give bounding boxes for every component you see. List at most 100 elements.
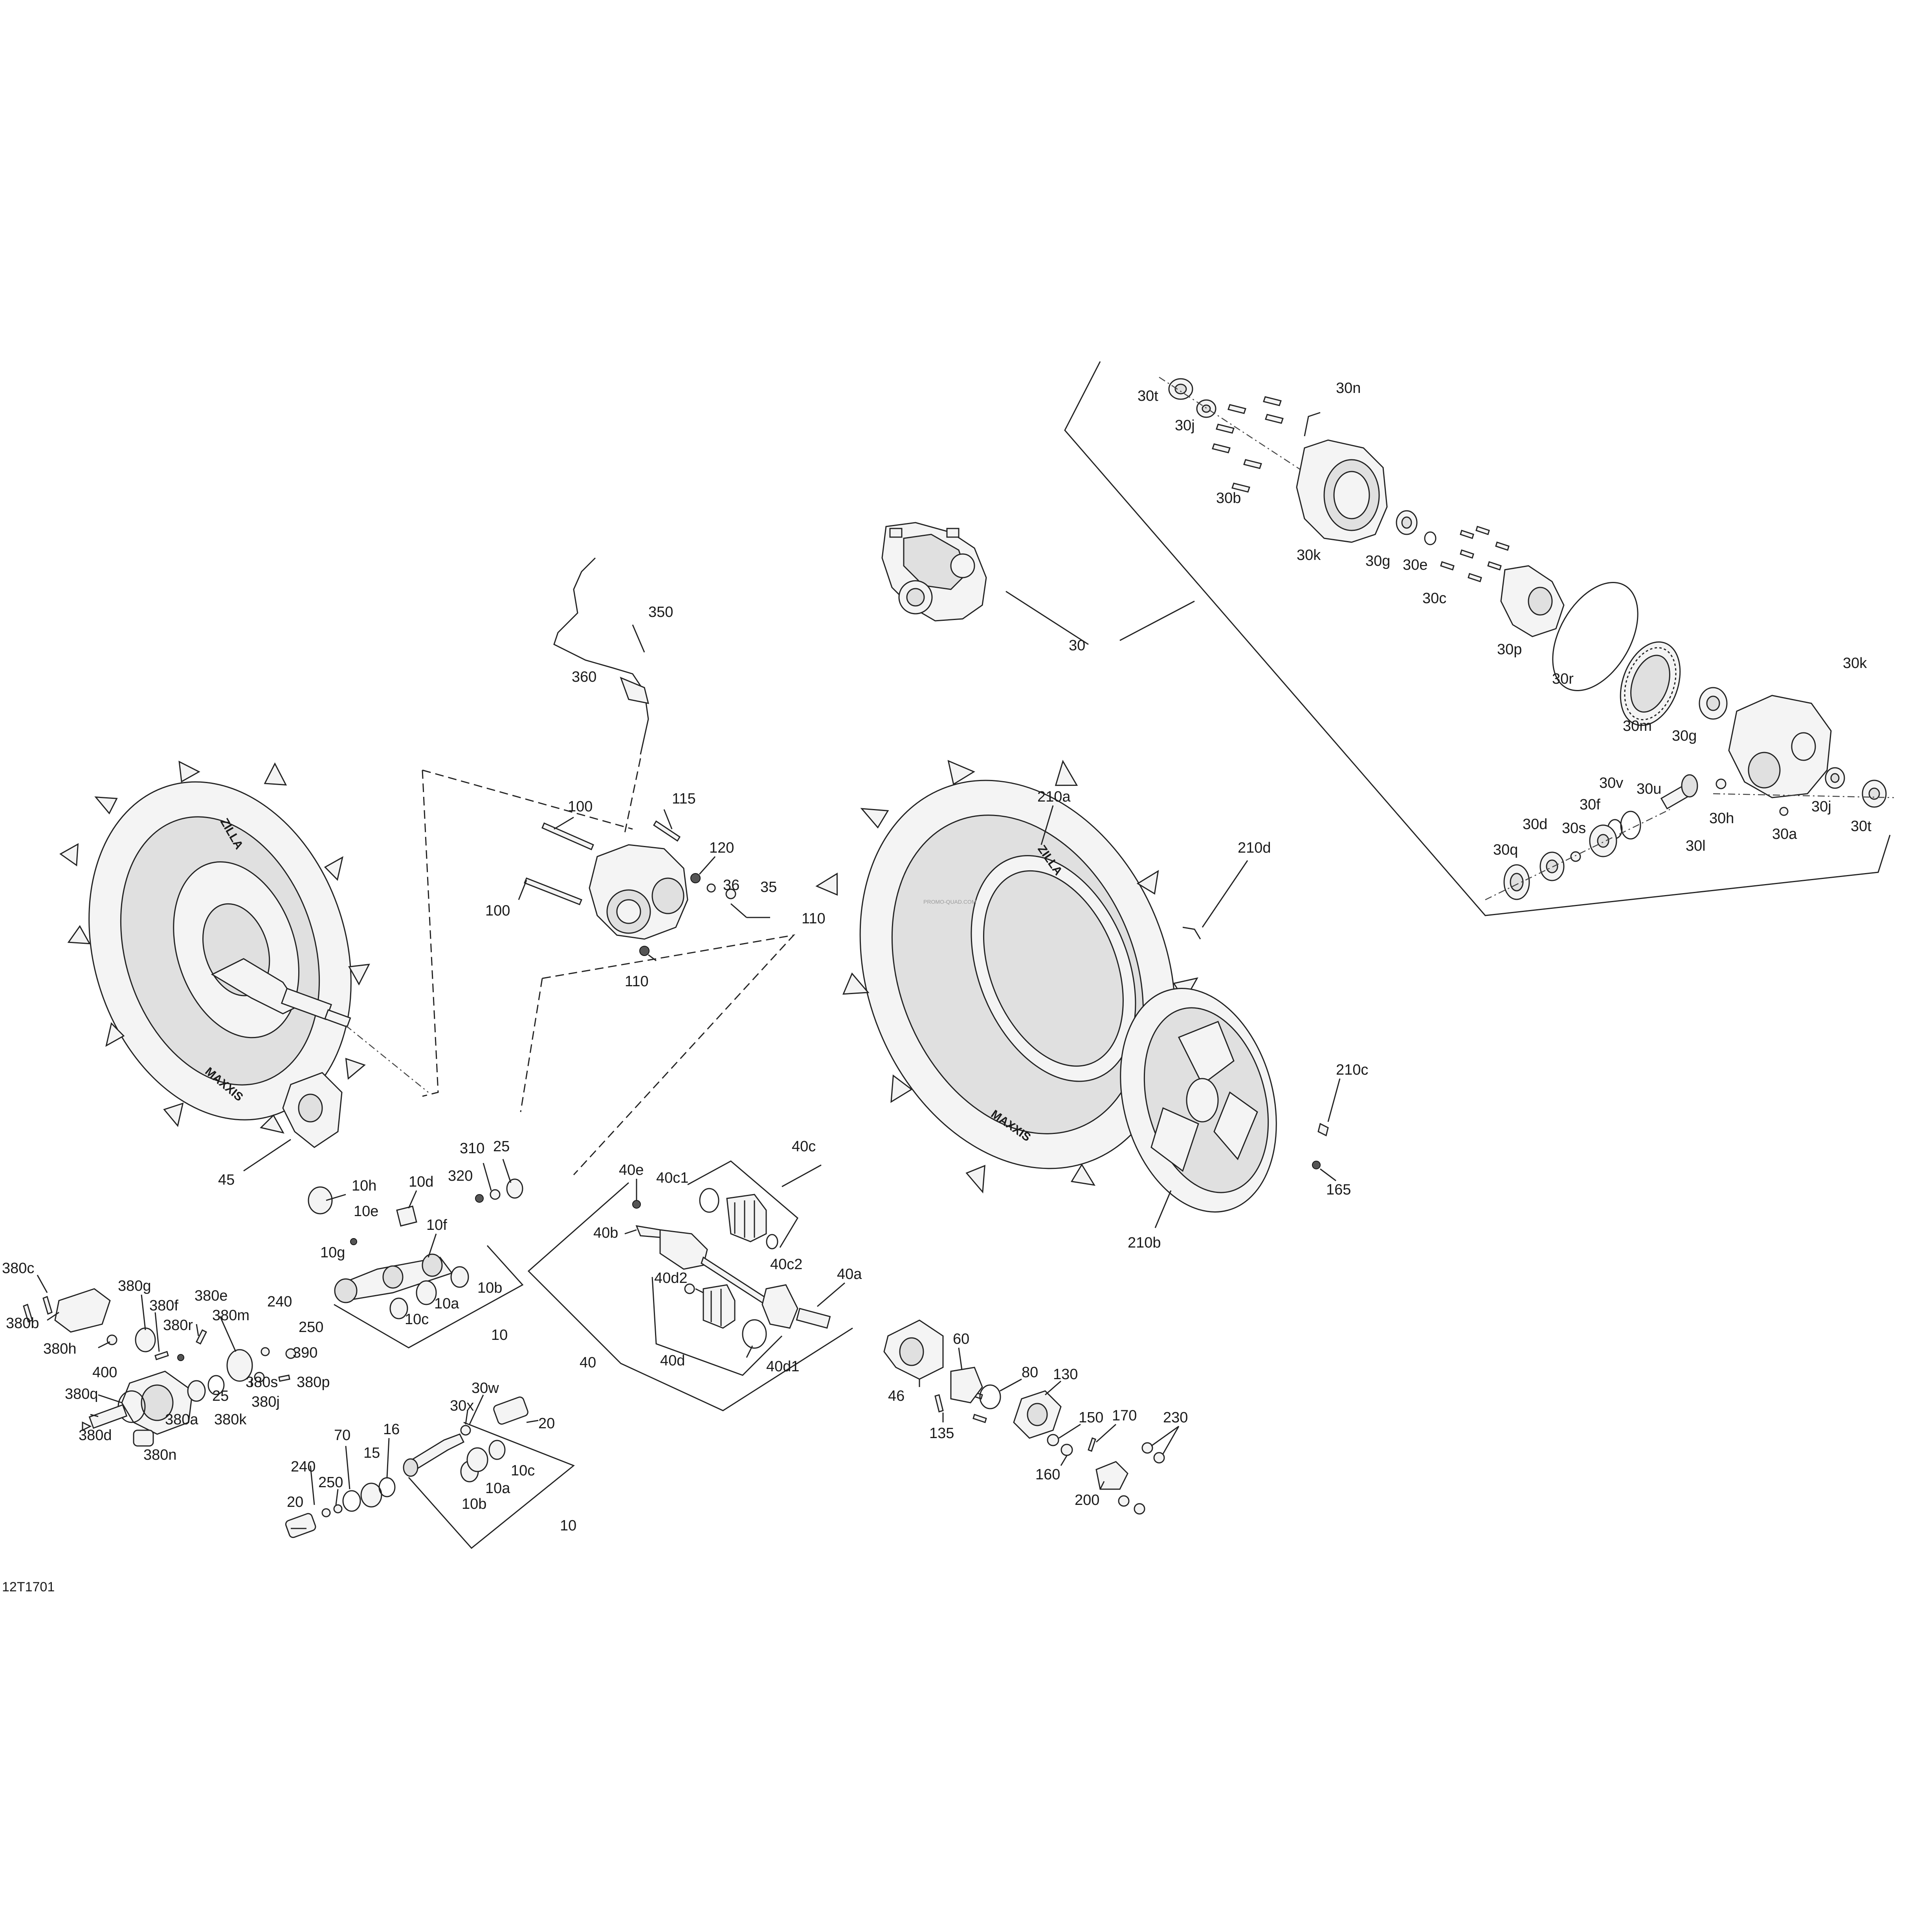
- callout-35: 35: [760, 879, 777, 895]
- callout-165: 165: [1326, 1182, 1351, 1198]
- clip-40d2: [684, 1283, 695, 1294]
- callout-380j: 380j: [251, 1394, 280, 1410]
- callout-60: 60: [953, 1331, 969, 1347]
- callout-10b-top: 10b: [477, 1280, 502, 1296]
- callout-380c: 380c: [2, 1260, 34, 1277]
- callout-30d: 30d: [1523, 816, 1547, 833]
- callout-30b: 30b: [1216, 490, 1241, 506]
- bolt-100-left: [524, 877, 582, 905]
- callout-10a-bottom: 10a: [485, 1480, 510, 1497]
- bearing-30t-right: [1862, 780, 1887, 808]
- coupler-20-left: [285, 1513, 316, 1538]
- bracket-40d: [651, 1277, 783, 1376]
- housing-380a: [121, 1371, 193, 1435]
- pin-380f: [154, 1351, 169, 1360]
- washer-380s: [254, 1372, 265, 1383]
- callout-36: 36: [723, 877, 739, 894]
- callout-30k-right: 30k: [1843, 655, 1867, 672]
- bolt-320: [475, 1194, 484, 1203]
- callout-380h: 380h: [43, 1341, 77, 1357]
- callout-30h: 30h: [1709, 810, 1734, 827]
- seal-30q: [1503, 864, 1530, 900]
- callout-45: 45: [218, 1172, 235, 1188]
- ring-25-top: [506, 1178, 523, 1199]
- bracket-380b: [54, 1288, 111, 1333]
- callout-30f: 30f: [1580, 796, 1600, 813]
- callout-380s: 380s: [246, 1374, 278, 1391]
- callout-30m: 30m: [1623, 718, 1652, 734]
- hub-group-380: [23, 1275, 296, 1447]
- callout-40d1: 40d1: [766, 1358, 800, 1375]
- callout-380k: 380k: [214, 1411, 247, 1428]
- callout-100-left: 100: [485, 903, 510, 919]
- callout-210b: 210b: [1128, 1235, 1161, 1251]
- bolt-210c: [1317, 1123, 1329, 1137]
- nut-30d: [1539, 851, 1565, 881]
- diff-leader-30b: [1005, 591, 1089, 645]
- stud-135-b: [972, 1414, 987, 1423]
- callout-380q: 380q: [65, 1386, 98, 1402]
- nut-230-d: [1134, 1503, 1145, 1515]
- clamp-40c2: [766, 1234, 778, 1249]
- callout-250-top: 250: [299, 1319, 323, 1336]
- seal-380m: [226, 1349, 253, 1382]
- nut-30w: [460, 1425, 471, 1436]
- callout-30g-top: 30g: [1365, 553, 1390, 569]
- callout-135: 135: [929, 1425, 954, 1442]
- left-wheel-assembly: MAXXIS ZILLA: [59, 760, 429, 1172]
- callout-400: 400: [92, 1364, 117, 1381]
- callout-10c-bottom: 10c: [511, 1462, 535, 1479]
- stud-135-a: [934, 1394, 944, 1413]
- bearing-380g: [135, 1327, 156, 1352]
- callout-30v: 30v: [1599, 775, 1623, 791]
- callout-40d: 40d: [660, 1352, 685, 1369]
- bolt-380c-a: [23, 1303, 33, 1323]
- nut-40e: [632, 1200, 641, 1209]
- seal-15: [360, 1482, 382, 1508]
- shaft-380d: [82, 1404, 128, 1431]
- actuator-group: [422, 557, 796, 1176]
- callout-30s: 30s: [1562, 820, 1586, 837]
- callout-230: 230: [1163, 1409, 1188, 1426]
- callout-120: 120: [709, 840, 734, 856]
- cable-350: [553, 557, 649, 755]
- cup-10a-top: [416, 1280, 437, 1305]
- carrier-30p: [1500, 565, 1565, 637]
- callout-30p: 30p: [1497, 641, 1522, 658]
- callout-25-top: 25: [493, 1138, 510, 1155]
- nut-35: [725, 888, 736, 899]
- cup-10c-bottom: [488, 1440, 506, 1460]
- bracket-40: [527, 1182, 853, 1411]
- knuckle-45: [282, 1072, 343, 1148]
- clip-80: [979, 1384, 1001, 1409]
- nut-165: [1312, 1161, 1321, 1169]
- watermark-text: PROMO-QUAD.COM: [923, 899, 976, 905]
- callout-15: 15: [363, 1445, 380, 1461]
- callout-30q: 30q: [1493, 842, 1518, 858]
- callout-160: 160: [1035, 1466, 1060, 1483]
- differential-assembly-30: [881, 522, 987, 622]
- callout-30x: 30x: [450, 1398, 474, 1414]
- ring-gear-30m: [1620, 641, 1681, 726]
- differential-exploded-group: [881, 361, 1894, 916]
- callout-30t-right: 30t: [1851, 818, 1871, 835]
- callout-30r: 30r: [1552, 671, 1574, 687]
- callout-10f: 10f: [426, 1217, 447, 1233]
- ring-25-bottom: [187, 1380, 206, 1402]
- callout-40a: 40a: [837, 1266, 862, 1282]
- callout-10b-bottom: 10b: [462, 1496, 486, 1512]
- bolt-100-top: [541, 822, 594, 850]
- callout-100-top: 100: [568, 798, 593, 815]
- callout-380b: 380b: [6, 1315, 39, 1332]
- bracket-10-bottom: [408, 1422, 575, 1549]
- callout-30a: 30a: [1772, 826, 1797, 842]
- callout-46: 46: [888, 1388, 905, 1404]
- clamp-40d1: [742, 1319, 767, 1349]
- nut-110-bottom: [639, 946, 650, 956]
- washer-310: [490, 1189, 501, 1200]
- callout-40c: 40c: [792, 1138, 816, 1155]
- washer-150: [1047, 1434, 1059, 1446]
- nut-380r: [177, 1354, 184, 1361]
- callout-210a: 210a: [1037, 789, 1071, 805]
